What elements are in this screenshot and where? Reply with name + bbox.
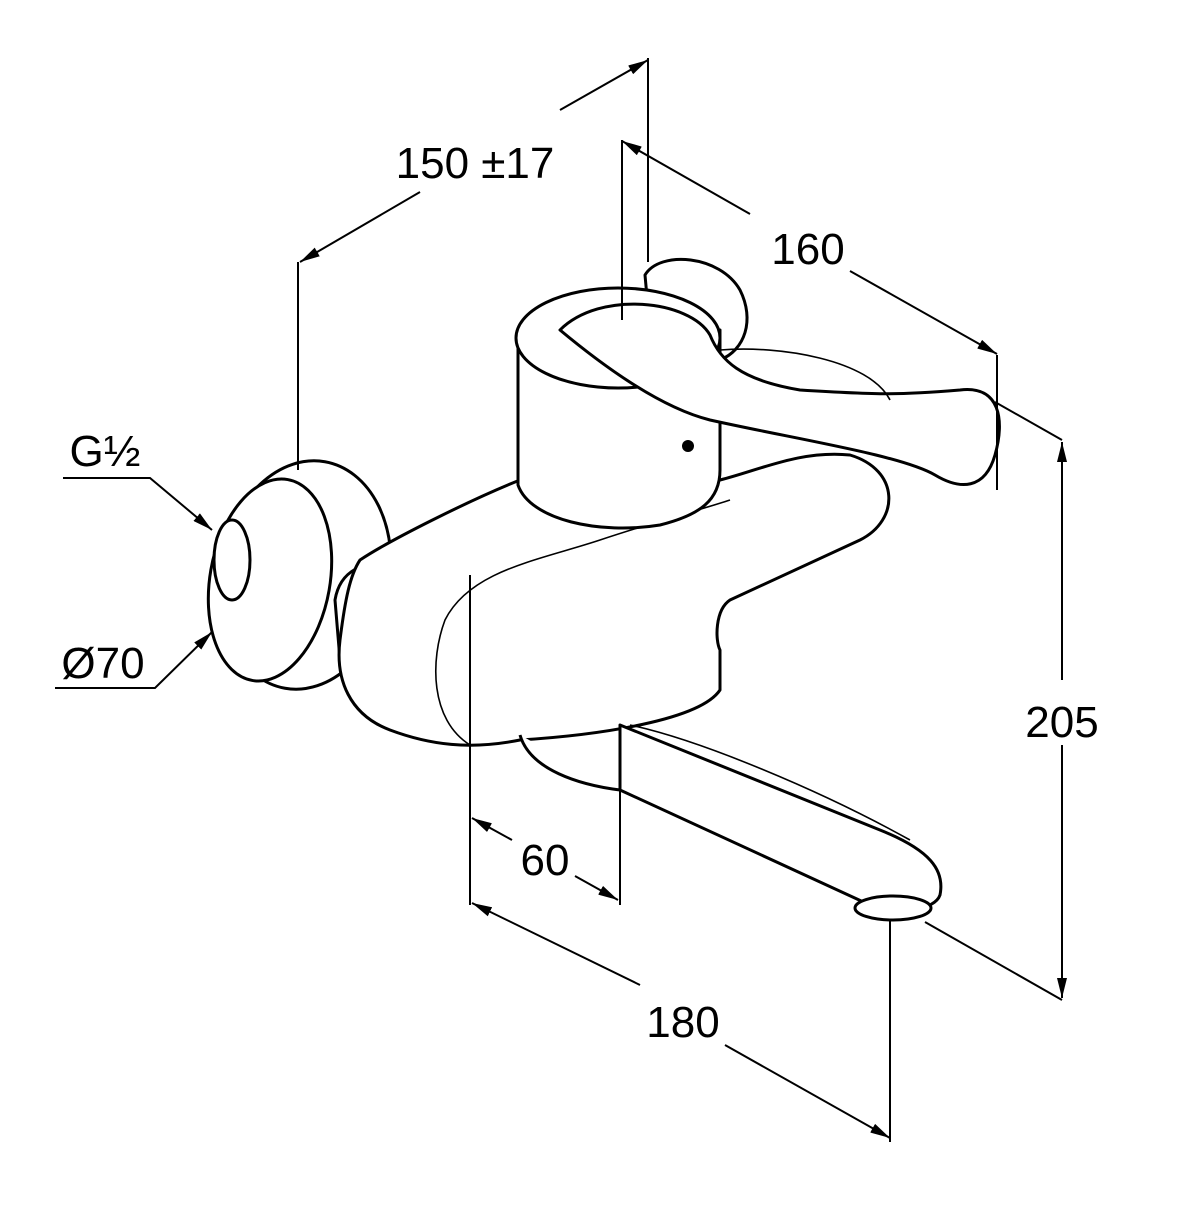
lever-edge: [719, 348, 891, 401]
spout: [518, 723, 943, 912]
dimension-spout-offset: 60: [469, 575, 621, 905]
lever-handle: [558, 302, 1001, 487]
faucet-illustration: [206, 257, 1001, 922]
dimension-label-spout-reach: 180: [646, 998, 719, 1047]
dimension-spout-reach: 180: [471, 902, 891, 1142]
callout-label-thread: G½: [70, 427, 141, 476]
dimension-label-spout-offset: 60: [521, 836, 570, 885]
aerator: [853, 894, 933, 922]
dimension-height: 205: [924, 401, 1099, 1001]
callout-thread: G½: [63, 427, 213, 531]
dimension-handle-depth: 160: [621, 140, 998, 490]
dimension-label-height: 205: [1025, 698, 1098, 747]
dimension-projection: 150 ±17: [297, 58, 649, 470]
callout-label-rosette: Ø70: [61, 639, 144, 688]
spout-edge: [629, 724, 911, 841]
dimension-label-handle-depth: 160: [771, 225, 844, 274]
mixer-body: [337, 452, 891, 747]
callout-rosette: Ø70: [55, 631, 213, 689]
indicator-dot-icon: [682, 440, 694, 452]
thread-connector: [212, 518, 252, 602]
dimension-label-projection: 150 ±17: [396, 139, 555, 188]
